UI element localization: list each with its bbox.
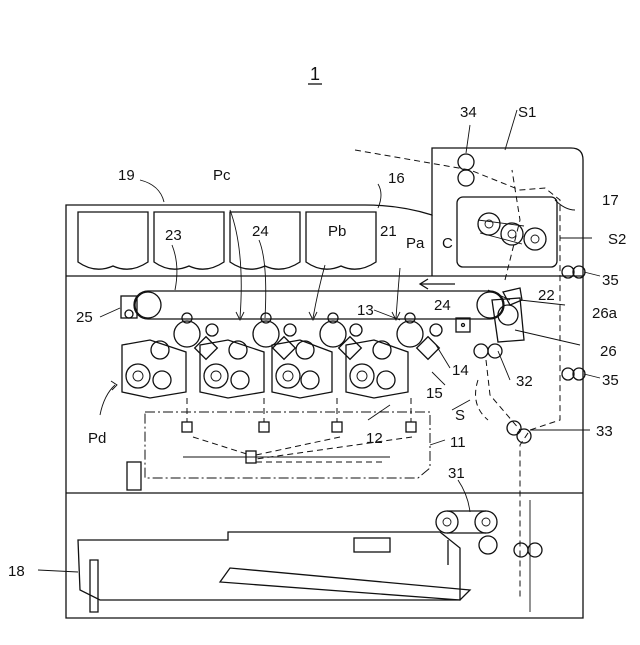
label-15: 15 — [426, 385, 443, 402]
label-35-lower: 35 — [602, 372, 619, 389]
belt-direction-arrow — [420, 279, 455, 289]
fixing-unit — [457, 197, 557, 267]
label-11: 11 — [450, 434, 466, 451]
label-34: 34 — [460, 104, 477, 121]
label-S2: S2 — [608, 231, 626, 248]
label-S1: S1 — [518, 104, 536, 121]
label-Pb: Pb — [328, 223, 346, 240]
label-Pd: Pd — [88, 430, 106, 447]
image-forming-stations — [122, 313, 442, 398]
label-23: 23 — [165, 227, 182, 244]
label-22: 22 — [538, 287, 555, 304]
station-arrows — [100, 210, 400, 415]
figure-number-label: 1 — [310, 64, 320, 84]
label-25: 25 — [76, 309, 93, 326]
feed-rollers — [436, 511, 542, 557]
discharge-rollers — [458, 154, 474, 186]
reference-labels: 1 34 S1 19 Pc 16 17 23 24 Pb 21 Pa C S2 … — [8, 64, 626, 580]
label-C: C — [442, 235, 453, 252]
transfer-belt — [121, 288, 522, 332]
label-26: 26 — [600, 343, 617, 360]
label-24-mid: 24 — [434, 297, 451, 314]
label-32: 32 — [516, 373, 533, 390]
toner-cartridge-row — [78, 212, 376, 269]
station-pd — [122, 313, 218, 398]
exposure-unit — [127, 398, 430, 490]
label-21: 21 — [380, 223, 397, 240]
label-17: 17 — [602, 192, 619, 209]
label-12: 12 — [366, 430, 383, 447]
paper-feed-tray — [78, 532, 470, 612]
label-Pa: Pa — [406, 235, 425, 252]
printer-housing — [66, 148, 583, 618]
label-31: 31 — [448, 465, 465, 482]
label-S: S — [455, 407, 465, 424]
label-18: 18 — [8, 563, 25, 580]
station-pc — [200, 313, 296, 398]
label-35-upper: 35 — [602, 272, 619, 289]
label-14: 14 — [452, 362, 469, 379]
label-16: 16 — [388, 170, 405, 187]
label-19: 19 — [118, 167, 135, 184]
label-26a: 26a — [592, 305, 618, 322]
secondary-transfer-unit — [492, 298, 524, 342]
label-13: 13 — [357, 302, 374, 319]
label-24-top: 24 — [252, 223, 269, 240]
label-33: 33 — [596, 423, 613, 440]
label-Pc: Pc — [213, 167, 231, 184]
